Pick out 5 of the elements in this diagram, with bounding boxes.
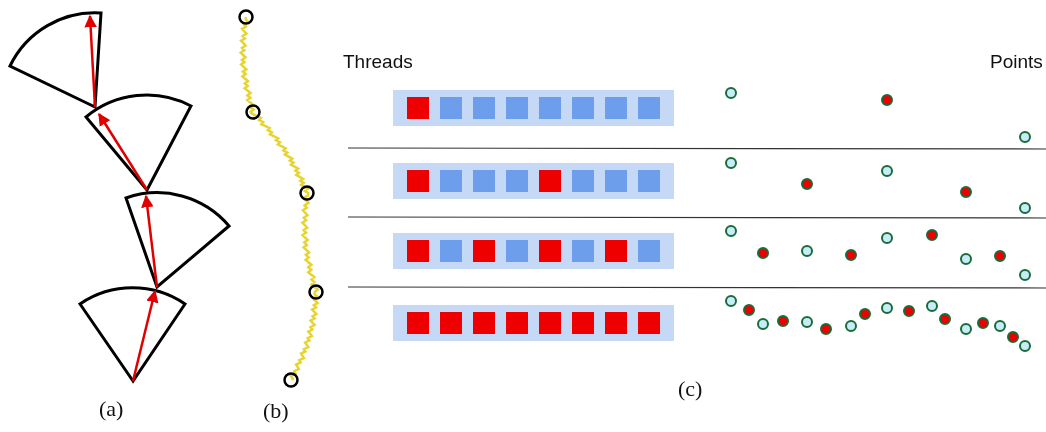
column-heading: Threads — [343, 52, 413, 71]
column-heading: Points — [990, 52, 1043, 71]
panel-label: (c) — [678, 378, 703, 400]
panel-label: (a) — [99, 398, 124, 420]
panel-label: (b) — [263, 400, 289, 422]
